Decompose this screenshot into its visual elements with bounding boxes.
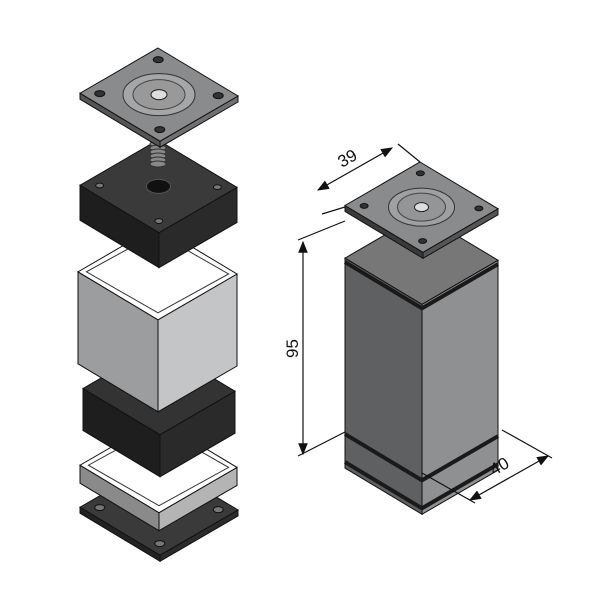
extension-line [297, 220, 346, 241]
mounting-hole-icon [359, 203, 369, 209]
black-band [343, 432, 500, 483]
mounting-hole-icon [154, 218, 164, 224]
extension-line [321, 206, 346, 215]
thread-ring [149, 160, 167, 168]
leg-body-top-face [344, 213, 499, 305]
center-hole-icon [146, 178, 171, 194]
dimensions [297, 143, 553, 504]
mounting-hole-icon [415, 170, 425, 177]
dimension-line-39 [316, 147, 394, 191]
extension-line [297, 431, 346, 457]
mounting-hole-icon [212, 506, 224, 514]
mounting-hole-icon [418, 238, 428, 244]
center-nut-icon [414, 202, 429, 213]
leg-body-right-face [421, 259, 499, 516]
extension-line [421, 472, 476, 504]
mounting-hole-icon [474, 205, 484, 212]
dimension-line-40 [468, 455, 550, 501]
mounting-hole-icon [152, 56, 164, 64]
exploded-view [77, 47, 239, 563]
aluminum-sleeve-inner-opening [85, 232, 230, 314]
extension-line [397, 143, 421, 163]
assembled-leg [343, 161, 500, 516]
mounting-hole-icon [94, 90, 106, 98]
mounting-hole-icon [212, 184, 222, 191]
leg-body [344, 213, 499, 516]
black-band [343, 260, 500, 311]
mounting-hole-icon [154, 540, 166, 548]
dimension-label-95: 95 [283, 339, 302, 358]
extension-line [501, 429, 553, 459]
aluminum-sleeve [77, 225, 238, 413]
mounting-hole-icon [94, 504, 106, 512]
mounting-hole-icon [154, 126, 166, 134]
center-nut-icon [150, 89, 168, 101]
mounting-hole-icon [95, 182, 105, 189]
mounting-hole-icon [212, 92, 224, 100]
